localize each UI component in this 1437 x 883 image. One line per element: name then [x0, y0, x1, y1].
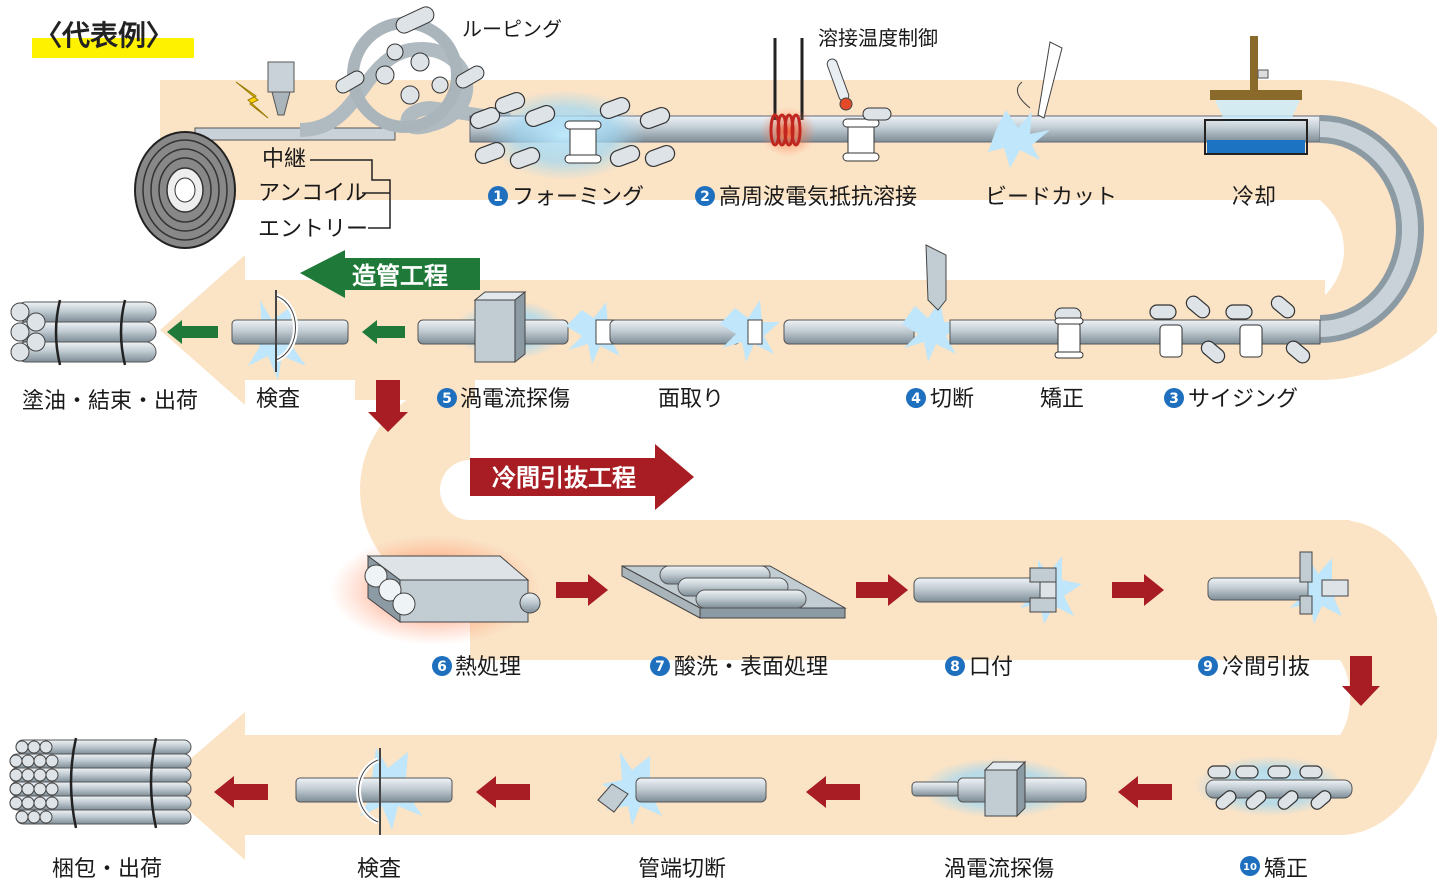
- svg-text:サイジング: サイジング: [1188, 387, 1298, 412]
- svg-text:造管工程: 造管工程: [352, 262, 448, 290]
- step-8: 8 口付: [945, 655, 1013, 680]
- inspection-bottom: [295, 748, 453, 835]
- svg-text:冷間引抜工程: 冷間引抜工程: [492, 464, 636, 492]
- label-looping: ルーピング: [462, 17, 562, 41]
- svg-text:8: 8: [950, 659, 960, 675]
- svg-text:高周波電気抵抗溶接: 高周波電気抵抗溶接: [719, 185, 917, 210]
- looping-rolls: [299, 6, 512, 137]
- red-arrow-right-3: [1112, 574, 1164, 606]
- straightening-rolls-mid: [1054, 307, 1084, 359]
- red-arrow-left-3: [806, 776, 860, 808]
- label-tube-end-cut: 管端切断: [638, 857, 726, 882]
- red-arrow-left-2: [476, 776, 530, 808]
- svg-text:10: 10: [1243, 862, 1257, 873]
- step-7: 7 酸洗・表面処理: [650, 655, 828, 680]
- relay-welding-torch: [235, 61, 295, 119]
- step-6: 6 熱処理: [432, 655, 521, 680]
- cold-drawing-die: [1207, 551, 1350, 624]
- high-frequency-welder: [760, 38, 816, 157]
- red-arrow-down-1: [368, 380, 408, 432]
- uncoil-roll: [134, 127, 396, 249]
- label-cooling: 冷却: [1232, 185, 1276, 210]
- inspection-top: [231, 290, 349, 380]
- step-5: 5 渦電流探傷: [437, 387, 570, 412]
- svg-text:9: 9: [1203, 659, 1213, 675]
- oil-bundle-pipes: [10, 299, 157, 366]
- step-10: 10 矯正: [1240, 856, 1308, 882]
- spark-icon: [235, 81, 269, 119]
- forming-rolls: [469, 90, 676, 180]
- red-arrow-right-2: [856, 574, 908, 606]
- red-arrow-down-2: [1342, 656, 1380, 706]
- label-chamfer: 面取り: [658, 387, 724, 412]
- svg-text:フォーミング: フォーミング: [512, 185, 644, 210]
- svg-text:6: 6: [437, 659, 447, 675]
- svg-text:アンコイル: アンコイル: [258, 181, 367, 206]
- label-bead-cut: ビードカット: [985, 185, 1117, 210]
- banner-pipe-making: 造管工程: [300, 250, 480, 298]
- label-pack-ship: 梱包・出荷: [52, 857, 162, 882]
- step-1: 1 フォーミング: [488, 185, 644, 210]
- diagram-title: 〈代表例〉: [32, 19, 194, 58]
- thermometer-icon: [826, 58, 853, 111]
- cooling-unit: [1204, 36, 1308, 155]
- svg-text:4: 4: [911, 391, 921, 407]
- green-arrow-left-1: [167, 320, 218, 344]
- label-weld-temp-control: 溶接温度制御: [818, 26, 938, 50]
- straightening-rolls-final: [1195, 756, 1353, 816]
- title-text: 〈代表例〉: [34, 19, 174, 52]
- svg-text:矯正: 矯正: [1264, 857, 1308, 882]
- pickling-tray: [621, 565, 847, 619]
- svg-text:3: 3: [1169, 391, 1179, 407]
- label-oil-bundle-ship: 塗油・結束・出荷: [22, 389, 198, 414]
- svg-text:1: 1: [493, 189, 503, 205]
- svg-text:2: 2: [700, 189, 710, 205]
- entry-labels: 中継 アンコイル エントリー: [258, 147, 391, 242]
- bead-cut-tool: [988, 41, 1063, 168]
- red-arrow-left-4: [1118, 776, 1172, 808]
- eddy-current-top: [417, 290, 569, 364]
- eddy-current-bottom: [911, 758, 1087, 818]
- tube-end-cutting: [597, 752, 767, 826]
- svg-text:5: 5: [442, 391, 452, 407]
- svg-text:口付: 口付: [969, 655, 1013, 680]
- svg-text:熱処理: 熱処理: [455, 655, 521, 680]
- svg-text:渦電流探傷: 渦電流探傷: [460, 387, 570, 412]
- step-4: 4 切断: [906, 387, 974, 412]
- sizing-rolls: [1149, 295, 1311, 364]
- svg-text:7: 7: [655, 659, 665, 675]
- packed-bundle-pipes: [9, 737, 192, 829]
- svg-text:冷間引抜: 冷間引抜: [1222, 655, 1310, 680]
- svg-text:中継: 中継: [262, 147, 306, 172]
- squeeze-roll: [842, 107, 892, 162]
- heat-treatment-furnace: [330, 535, 541, 645]
- red-arrow-left-1: [214, 776, 268, 808]
- pointing-tool: [913, 556, 1082, 624]
- label-inspection-bottom: 検査: [357, 857, 401, 882]
- banner-cold-drawing: 冷間引抜工程: [470, 444, 694, 510]
- svg-text:エントリー: エントリー: [258, 217, 368, 242]
- step-2: 2 高周波電気抵抗溶接: [695, 185, 917, 210]
- green-arrow-left-2: [362, 320, 405, 344]
- chamfer-pipes: [566, 300, 915, 364]
- svg-text:切断: 切断: [930, 387, 974, 412]
- label-inspection-top: 検査: [256, 387, 300, 412]
- label-straightening-mid: 矯正: [1040, 387, 1084, 412]
- step-9: 9 冷間引抜: [1198, 655, 1310, 680]
- red-arrow-right-1: [556, 574, 608, 606]
- svg-text:酸洗・表面処理: 酸洗・表面処理: [674, 655, 828, 680]
- step-3: 3 サイジング: [1164, 387, 1298, 412]
- label-eddy-bottom: 渦電流探傷: [944, 857, 1054, 882]
